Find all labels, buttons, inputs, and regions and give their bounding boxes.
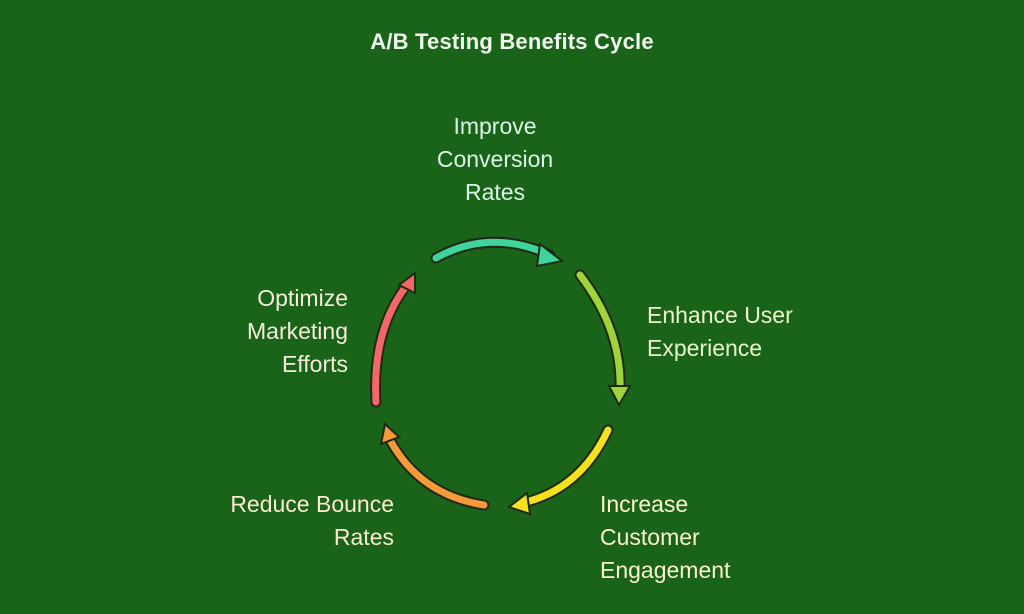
label-line: Rates bbox=[333, 524, 394, 550]
step-label-reduce-bounce: Reduce Bounce Rates bbox=[230, 488, 394, 554]
step-label-enhance-experience: Enhance User Experience bbox=[647, 299, 793, 365]
label-line: Improve bbox=[453, 113, 537, 139]
arrow-optimize-marketing bbox=[370, 271, 416, 408]
label-line: Enhance User bbox=[647, 302, 793, 328]
step-label-optimize-marketing: Optimize Marketing Efforts bbox=[247, 282, 348, 381]
label-line: Rates bbox=[464, 179, 526, 205]
diagram-title: A/B Testing Benefits Cycle bbox=[370, 29, 654, 54]
label-line: Efforts bbox=[281, 351, 348, 377]
step-label-improve-conversion: Improve Conversion Rates bbox=[420, 110, 570, 209]
arrow-increase-engagement bbox=[506, 424, 614, 516]
label-line: Engagement bbox=[600, 557, 731, 583]
label-line: Customer bbox=[600, 524, 700, 550]
label-line: Marketing bbox=[247, 318, 348, 344]
arrow-enhance-experience bbox=[574, 269, 632, 408]
label-line: Experience bbox=[647, 335, 763, 361]
label-line: Conversion bbox=[436, 146, 554, 172]
step-label-increase-engagement: Increase Customer Engagement bbox=[600, 488, 730, 587]
label-line: Reduce Bounce bbox=[230, 491, 394, 517]
arrow-reduce-bounce bbox=[379, 422, 490, 511]
label-line: Optimize bbox=[257, 285, 348, 311]
label-line: Increase bbox=[600, 491, 689, 517]
arrow-improve-conversion bbox=[430, 236, 565, 268]
